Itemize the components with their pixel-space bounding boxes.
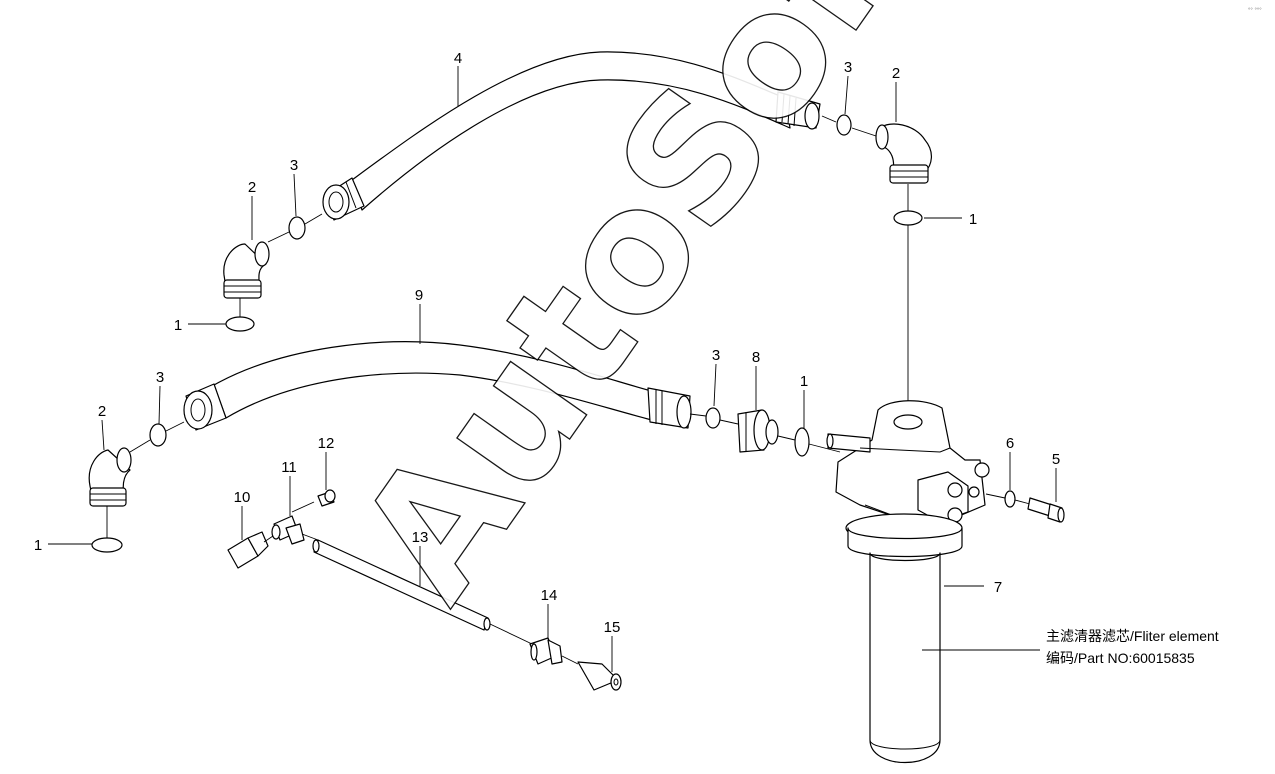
- callout-10: 10: [234, 489, 251, 506]
- callout-3: 3: [844, 59, 852, 76]
- callout-1: 1: [34, 537, 42, 554]
- caption-part-name: 主滤清器滤芯/Fliter element: [1046, 628, 1219, 644]
- callout-6: 6: [1006, 435, 1014, 452]
- callout-7: 7: [994, 579, 1002, 596]
- callout-1: 1: [174, 317, 182, 334]
- corner-mark: °° °°°: [1248, 8, 1262, 14]
- callout-labels: 4 3 2 1 3 2 1 9 3 8 1 3 2 1 12 11 10 13 …: [34, 50, 1060, 636]
- oring-1-lower-right: [794, 427, 810, 457]
- callout-8: 8: [752, 349, 760, 366]
- upper-hose: [322, 51, 821, 221]
- callout-3: 3: [712, 347, 720, 364]
- lower-hose: [183, 341, 692, 431]
- callout-12: 12: [318, 435, 335, 452]
- callout-11: 11: [281, 459, 297, 476]
- oring-upper-left: [288, 216, 306, 240]
- oring-1-upper-right: [893, 210, 923, 226]
- filter-head: [826, 400, 990, 523]
- caption-part-number: 编码/Part NO:60015835: [1046, 650, 1195, 666]
- oring-lower-middle: [705, 407, 721, 429]
- callout-leaders: [48, 66, 1057, 672]
- elbow-lower-left: [88, 447, 132, 507]
- oring-upper-right: [836, 114, 852, 136]
- washer: [1004, 490, 1016, 508]
- callout-4: 4: [454, 50, 462, 67]
- oring-lower-left: [149, 423, 167, 447]
- adapter-fitting: [737, 409, 779, 453]
- part-caption: 主滤清器滤芯/Fliter element 编码/Part NO:6001583…: [1046, 628, 1219, 666]
- callout-1: 1: [969, 211, 977, 228]
- cap-nut-12: [317, 489, 336, 507]
- elbow-upper-left: [223, 241, 270, 299]
- oring-1-lower-left: [91, 537, 123, 553]
- plug-fitting-10: [227, 531, 269, 569]
- connector-14: [529, 637, 563, 665]
- callout-5: 5: [1052, 451, 1060, 468]
- tee-fitting-11: [271, 515, 305, 545]
- callout-3: 3: [156, 369, 164, 386]
- callout-9: 9: [415, 287, 423, 304]
- oring-1-upper-left: [225, 316, 255, 332]
- callout-2: 2: [892, 65, 900, 82]
- callout-14: 14: [541, 587, 558, 604]
- bolt: [1027, 497, 1065, 523]
- elbow-upper-right: [875, 123, 932, 184]
- filter-element: [845, 513, 963, 764]
- callout-1: 1: [800, 373, 808, 390]
- callout-2: 2: [98, 403, 106, 420]
- callout-15: 15: [604, 619, 621, 636]
- callout-2: 2: [248, 179, 256, 196]
- callout-3: 3: [290, 157, 298, 174]
- tube-13: [312, 539, 491, 631]
- callout-13: 13: [412, 529, 429, 546]
- connector-15: [577, 661, 622, 691]
